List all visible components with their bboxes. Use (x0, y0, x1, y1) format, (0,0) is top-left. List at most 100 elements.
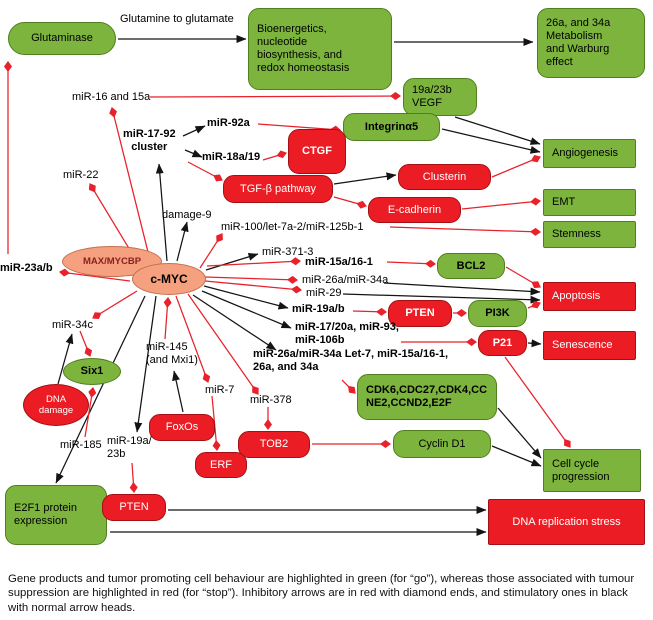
edge-activate (441, 128, 541, 154)
edge-inhibit (204, 275, 298, 284)
edge-inhibit (129, 462, 138, 493)
node-metabolism-warburg: 26a, and 34a Metabolism and Warburg effe… (537, 8, 645, 78)
label-mir-92a: miR-92a (207, 117, 250, 129)
node-pi3k: PI3K (468, 300, 527, 327)
label-mir-16-and-15a: miR-16 and 15a (72, 91, 151, 103)
edge-activate (172, 370, 184, 413)
edge-activate (155, 163, 168, 262)
label-mir-34c: miR-34c (52, 319, 93, 331)
label-mir-15a-16-1: miR-15a/16-1 (305, 256, 373, 268)
node-e2f1-protein: E2F1 protein expression (5, 485, 107, 545)
label-mir-29: miR-29 (306, 287, 342, 299)
label-mir-7: miR-7 (205, 384, 235, 396)
node-glutaminase: Glutaminase (8, 22, 116, 55)
edge-activate (176, 221, 189, 262)
edge-activate (203, 285, 289, 310)
edge-activate (383, 282, 541, 296)
edge-inhibit (206, 257, 301, 267)
edge-inhibit (175, 295, 211, 383)
edge-inhibit (187, 293, 259, 395)
node-clusterin: Clusterin (398, 164, 491, 190)
node-angiogenesis: Angiogenesis (543, 139, 636, 168)
node-apoptosis: Apoptosis (543, 282, 636, 311)
edge-activate (497, 407, 542, 459)
node-tob2: TOB2 (238, 431, 310, 458)
edge-inhibit (333, 196, 367, 209)
edge-inhibit (389, 226, 541, 236)
edge-inhibit (341, 379, 356, 394)
label-mir-378: miR-378 (250, 394, 292, 406)
node-pten-upper: PTEN (388, 300, 452, 327)
edge-inhibit (262, 150, 287, 161)
label-mir-22: miR-22 (63, 169, 99, 181)
edge-inhibit (149, 92, 401, 101)
edge-activate (454, 116, 541, 145)
node-erf: ERF (195, 452, 247, 478)
edge-inhibit (187, 161, 223, 182)
node-bcl2: BCL2 (437, 253, 505, 279)
node-ctgf: CTGF (288, 129, 346, 174)
node-vegf: 19a/23b VEGF (403, 78, 477, 116)
node-cyclin-d1: Cyclin D1 (393, 430, 491, 458)
node-stemness: Stemness (543, 221, 636, 248)
edge-inhibit (109, 107, 151, 261)
edge-activate (205, 252, 259, 271)
edge-inhibit (491, 155, 541, 178)
edge-activate (491, 445, 542, 467)
edge-activate (192, 294, 277, 351)
edge-inhibit (204, 280, 302, 294)
node-tgfb-pathway: TGF-β pathway (223, 175, 333, 203)
edge-activate (333, 172, 397, 185)
edge-inhibit (352, 307, 387, 316)
edge-inhibit (92, 290, 138, 320)
label-mir-19a-23b: miR-19a/ 23b (107, 435, 152, 460)
label-mir-371-3: miR-371-3 (262, 246, 314, 258)
edge-inhibit (79, 330, 93, 357)
node-dna-replication-stress: DNA replication stress (488, 499, 645, 545)
edge-activate (55, 295, 146, 484)
edge-activate (527, 339, 542, 348)
edge-inhibit (527, 301, 541, 309)
node-dna-damage: DNA damage (23, 384, 89, 426)
label-damage-9: damage-9 (162, 209, 212, 221)
edge-inhibit (199, 233, 223, 269)
label-mir-100-let7a2-125b1: miR-100/let-7a-2/miR-125b-1 (221, 221, 364, 233)
node-pten-lower: PTEN (102, 494, 166, 521)
node-senescence: Senescence (543, 331, 636, 360)
label-mir-185: miR-185 (60, 439, 102, 451)
node-emt: EMT (543, 189, 636, 216)
node-cell-cycle-progression: Cell cycle progression (543, 449, 641, 492)
label-glutamine-to-glutamate: Glutamine to glutamate (120, 13, 234, 25)
node-c-myc: c-MYC (132, 263, 206, 295)
edge-inhibit (504, 356, 571, 448)
edge-inhibit (163, 297, 172, 340)
label-mir-17-92-cluster: miR-17-92 cluster (123, 128, 176, 153)
edge-activate (342, 293, 541, 304)
figure-caption: Gene products and tumor promoting cell b… (8, 573, 635, 614)
edge-inhibit (84, 387, 97, 438)
label-mir-145-mxi1: miR-145 (and Mxi1) (146, 341, 198, 366)
edge-activate (57, 333, 74, 385)
label-mir-17-20a-93-106b: miR-17/20a, miR-93, miR-106b (295, 321, 399, 346)
node-six1: Six1 (63, 358, 121, 385)
edge-inhibit (59, 268, 131, 282)
label-mir-19ab: miR-19a/b (292, 303, 345, 315)
node-p21: P21 (478, 330, 527, 356)
edge-inhibit (461, 197, 541, 210)
label-mir-18a-19: miR-18a/19 (202, 151, 261, 163)
node-bioenergetics: Bioenergetics, nucleotide biosynthesis, … (248, 8, 392, 90)
node-e-cadherin: E-cadherin (368, 197, 461, 223)
node-foxos: FoxOs (149, 414, 215, 441)
node-cdk-complex: CDK6,CDC27,CDK4,CC NE2,CCND2,E2F (357, 374, 497, 420)
label-mir-26a-mir-34a: miR-26a/miR-34a (302, 274, 389, 286)
label-mir-26a-34a-let7-15a16-26a34a: miR-26a/miR-34a Let-7, miR-15a/16-1, 26a… (253, 348, 449, 373)
edge-activate (134, 295, 157, 433)
node-integrin-a5: Integrinα5 (343, 113, 440, 141)
label-mir-23ab: miR-23a/b (0, 262, 53, 274)
edge-activate (182, 125, 206, 137)
edge-inhibit (505, 266, 541, 289)
edge-activate (201, 290, 292, 329)
edge-inhibit (386, 259, 436, 268)
